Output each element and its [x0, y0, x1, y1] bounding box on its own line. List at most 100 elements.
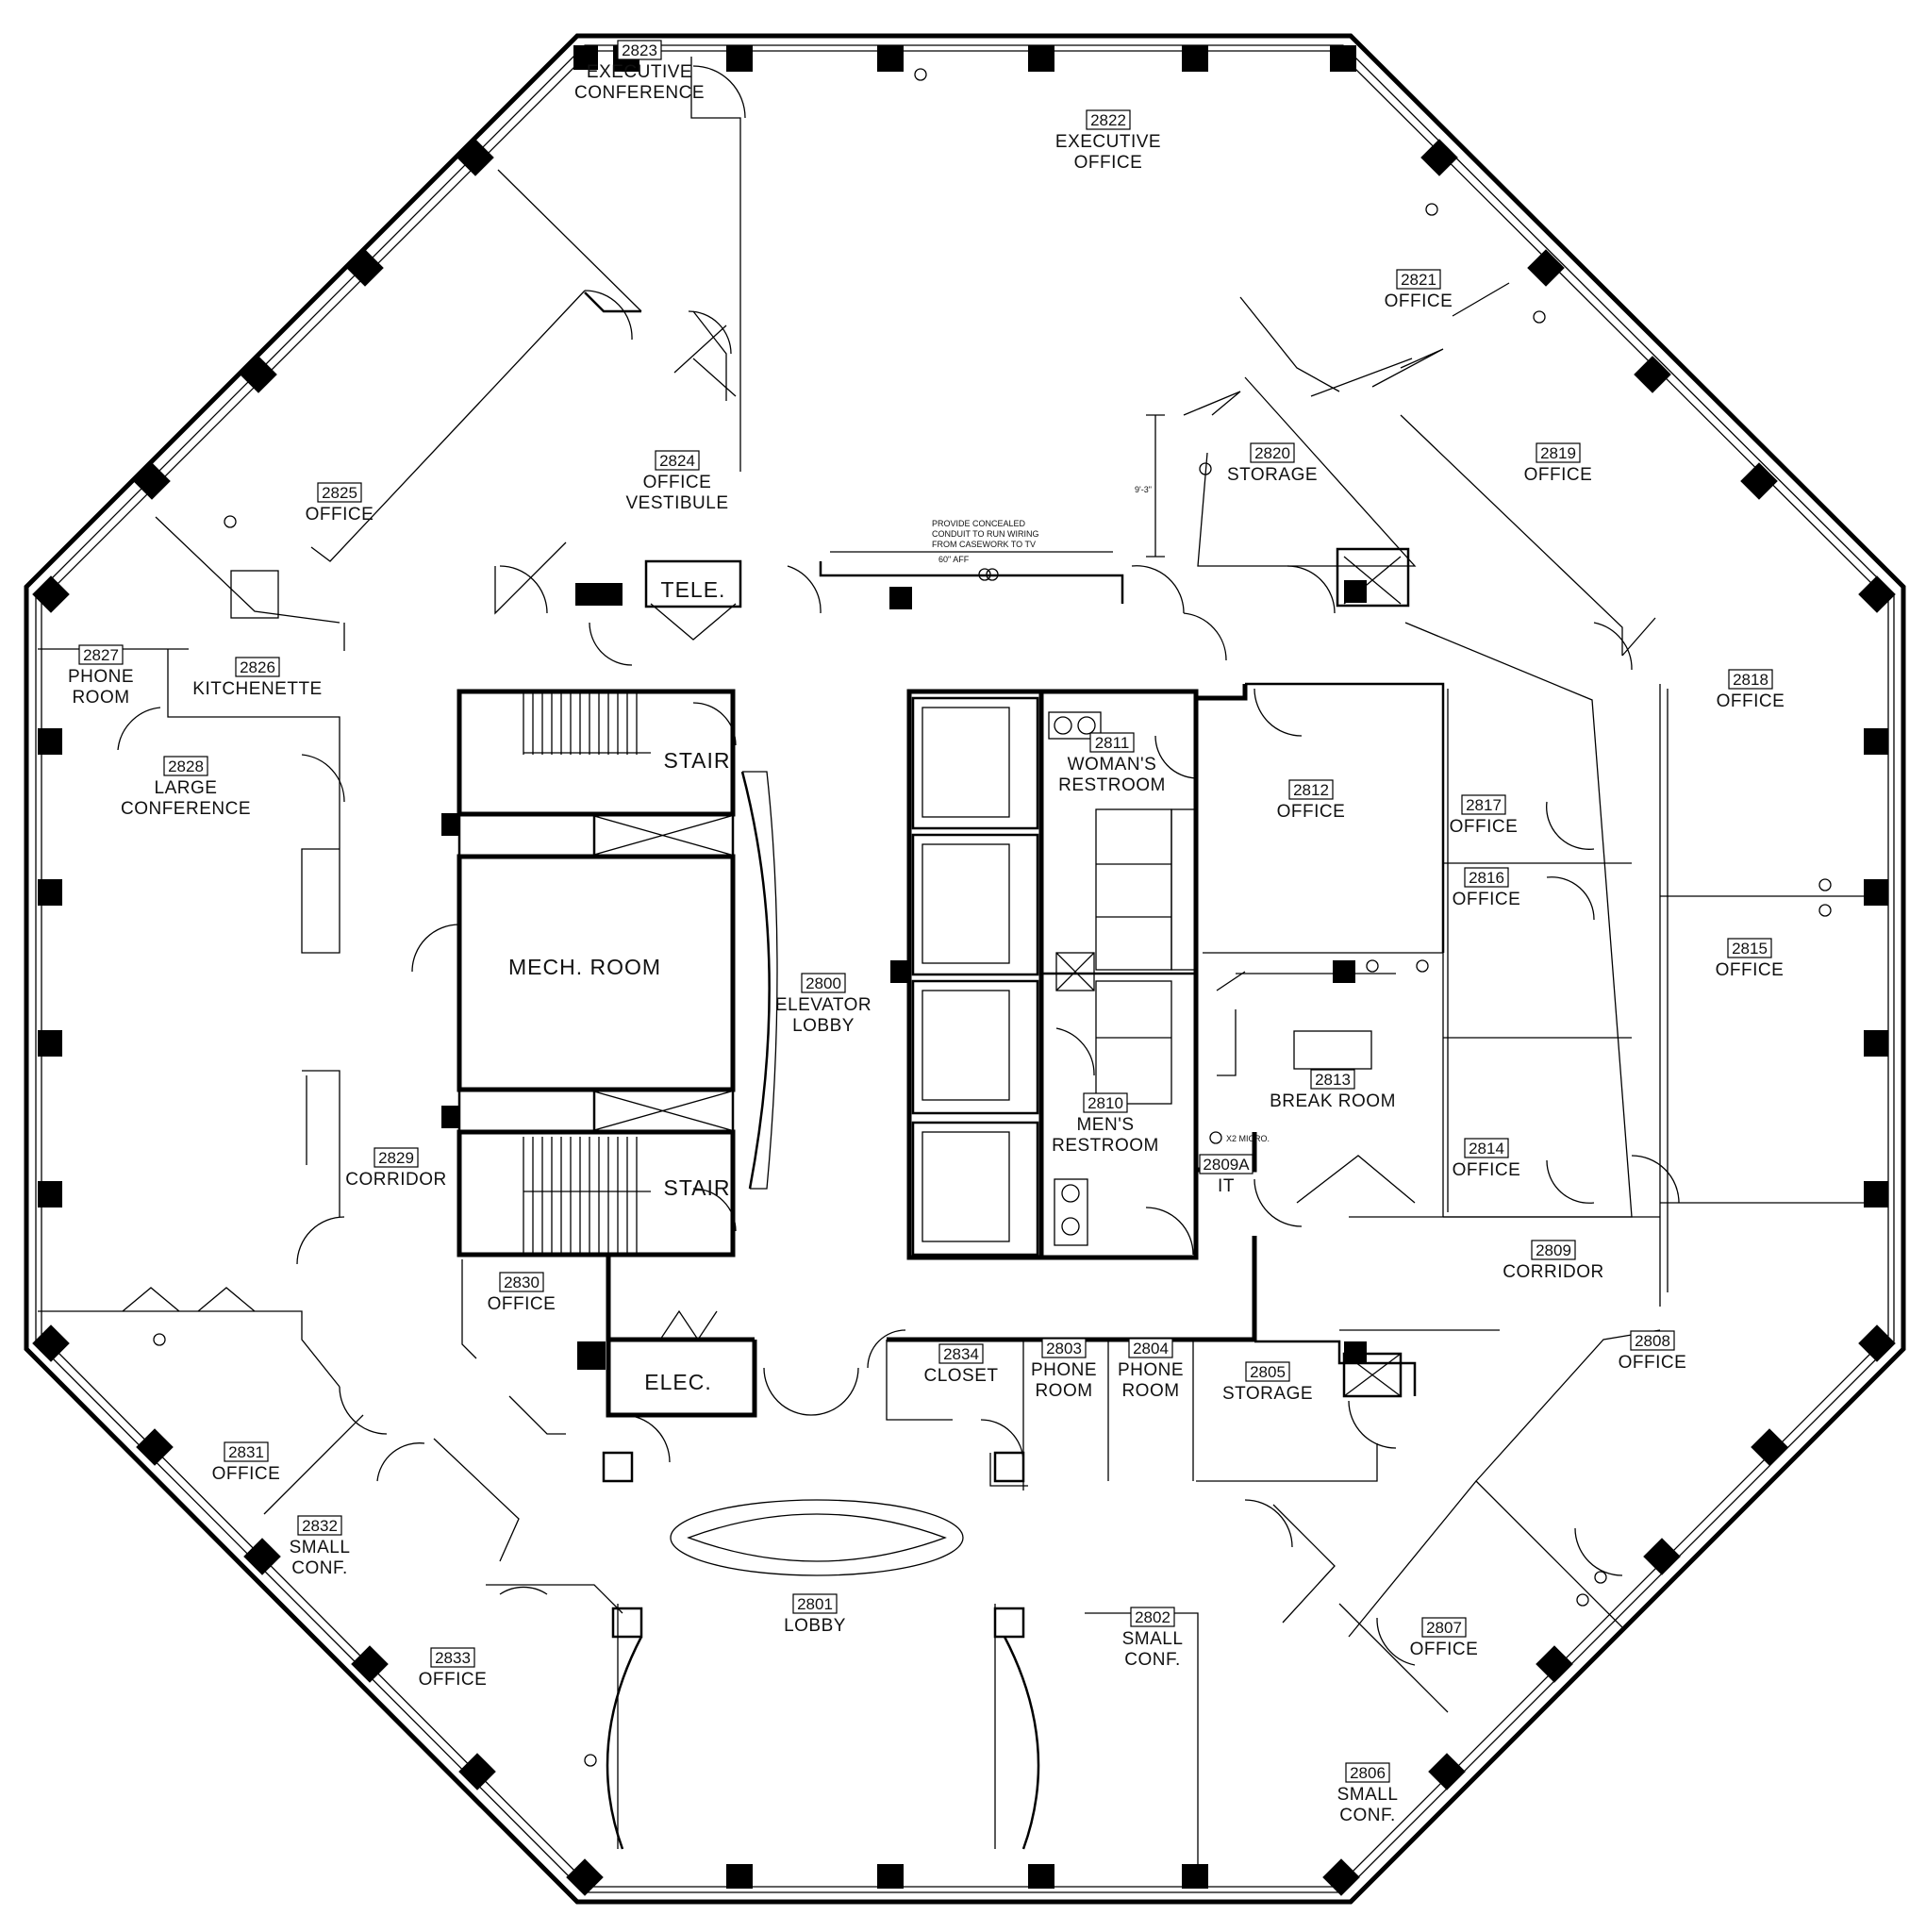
room-number-box: [163, 756, 208, 776]
conduit-note-line-1: PROVIDE CONCEALED: [932, 519, 1026, 528]
room-name-line: CONF.: [1339, 1806, 1396, 1825]
room-name-line: OFFICE: [1524, 465, 1593, 485]
room-name-line: IT: [1218, 1176, 1235, 1196]
room-name-line: CONF.: [291, 1558, 348, 1578]
exterior-walls: [24, 33, 1906, 1905]
room-name-line: ROOM: [1121, 1381, 1179, 1401]
room-name-line: CORRIDOR: [345, 1170, 446, 1190]
room-number-box: [655, 450, 700, 471]
room-name-line: PHONE: [1031, 1360, 1097, 1380]
room-number: 2805: [1250, 1363, 1286, 1381]
room-number: 2819: [1540, 444, 1576, 462]
micro-note: X2 MICRO.: [1226, 1134, 1270, 1143]
space-labels: MECH. ROOM STAIR STAIR TELE. ELEC.: [508, 577, 730, 1394]
room-number: 2832: [302, 1517, 338, 1535]
room-number: 2830: [504, 1274, 540, 1291]
room-name-line: SMALL: [1337, 1785, 1399, 1805]
room-number-box: [1089, 732, 1135, 753]
room-number-box: [1727, 938, 1772, 958]
room-number: 2833: [435, 1649, 471, 1667]
room-number-box: [1531, 1240, 1576, 1260]
room-number: 2814: [1469, 1140, 1504, 1158]
room-number-box: [1250, 442, 1295, 463]
room-number: 2822: [1090, 111, 1126, 129]
room-number: 2831: [228, 1443, 264, 1461]
room-number-box: [499, 1272, 544, 1292]
room-number: 2801: [797, 1595, 833, 1613]
room-name-line: OFFICE: [1716, 960, 1785, 980]
room-number: 2811: [1095, 734, 1130, 752]
room-name-line: CLOSET: [923, 1366, 998, 1386]
room-number: 2817: [1466, 796, 1502, 814]
room-number-box: [801, 973, 846, 993]
room-number: 2828: [168, 758, 204, 775]
room-name-line: LOBBY: [792, 1016, 855, 1036]
room-name-line: WOMAN'S: [1068, 755, 1157, 774]
room-name-line: OFFICE: [212, 1464, 281, 1484]
room-name-line: MEN'S: [1076, 1115, 1134, 1135]
room-name-line: CONFERENCE: [574, 83, 705, 103]
room-name-line: OFFICE: [1277, 802, 1346, 822]
room-number-box: [1130, 1607, 1175, 1627]
room-number-box: [792, 1593, 838, 1614]
room-name-line: ROOM: [72, 688, 129, 708]
room-number-box: [1630, 1330, 1675, 1351]
outlet-symbols: [153, 68, 1832, 1767]
room-number-box: [1086, 109, 1131, 130]
label-stair-bottom: STAIR: [663, 1175, 730, 1200]
room-number: 2821: [1401, 271, 1436, 289]
plan-notes: PROVIDE CONCEALED CONDUIT TO RUN WIRING …: [932, 414, 1270, 1143]
room-number-box: [374, 1147, 419, 1168]
room-name-line: LOBBY: [784, 1616, 846, 1636]
room-name-line: PHONE: [1118, 1360, 1184, 1380]
room-number: 2820: [1254, 444, 1290, 462]
room-number-box: [78, 644, 124, 665]
room-number: 2825: [322, 484, 357, 502]
room-number-box: [297, 1515, 342, 1536]
label-tele: TELE.: [661, 577, 726, 602]
room-number: 2834: [943, 1345, 979, 1363]
room-number-box: [1245, 1361, 1290, 1382]
room-name-line: VESTIBULE: [625, 493, 728, 513]
room-name-line: LARGE: [155, 778, 218, 798]
room-name-line: OFFICE: [1453, 890, 1521, 909]
room-number-box: [1083, 1092, 1128, 1113]
room-number-box: [1464, 1138, 1509, 1158]
conduit-note-line-3: FROM CASEWORK TO TV: [932, 540, 1036, 549]
room-number-box: [1041, 1338, 1087, 1358]
room-number: 2800: [805, 974, 841, 992]
dimension-note: 9'-3": [1135, 485, 1152, 494]
room-name-line: OFFICE: [1619, 1353, 1687, 1373]
room-name-line: OFFICE: [1410, 1640, 1479, 1659]
room-number-box: [1464, 867, 1509, 888]
room-name-line: STORAGE: [1222, 1384, 1313, 1404]
room-number-box: [617, 40, 662, 60]
room-number-box: [1421, 1617, 1467, 1638]
room-number: 2823: [622, 42, 657, 59]
label-elec: ELEC.: [644, 1370, 711, 1394]
room-number: 2813: [1315, 1071, 1351, 1089]
label-stair-top: STAIR: [663, 748, 730, 773]
room-name-line: PHONE: [68, 667, 134, 687]
